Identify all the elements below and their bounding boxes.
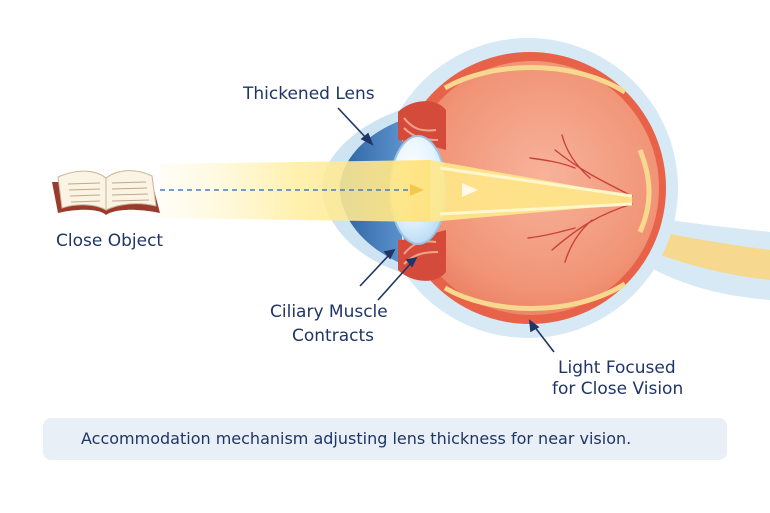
label-light-focused-line1: Light Focused <box>558 358 676 378</box>
pointer-thickened-lens <box>337 107 369 141</box>
retina-rim-back <box>637 149 652 234</box>
pointer-ciliary-1 <box>359 253 391 287</box>
optic-nerve <box>640 215 770 300</box>
label-ciliary-muscle-line1: Ciliary Muscle <box>270 302 388 322</box>
retina-rim-top <box>443 65 627 95</box>
pointer-ciliary-2 <box>377 261 413 301</box>
label-thickened-lens: Thickened Lens <box>242 84 375 104</box>
pointer-light-focused <box>533 325 555 353</box>
label-close-object: Close Object <box>56 231 163 251</box>
caption-text: Accommodation mechanism adjusting lens t… <box>81 429 632 448</box>
label-ciliary-muscle-line2: Contracts <box>292 326 374 346</box>
retina-rim-bottom <box>443 281 627 311</box>
caption-box: Accommodation mechanism adjusting lens t… <box>43 418 727 460</box>
pointer-lines <box>337 107 555 353</box>
light-beam <box>160 160 633 222</box>
label-light-focused-line2: for Close Vision <box>552 379 683 399</box>
blood-vessels <box>527 134 633 263</box>
open-book-icon <box>52 170 160 215</box>
